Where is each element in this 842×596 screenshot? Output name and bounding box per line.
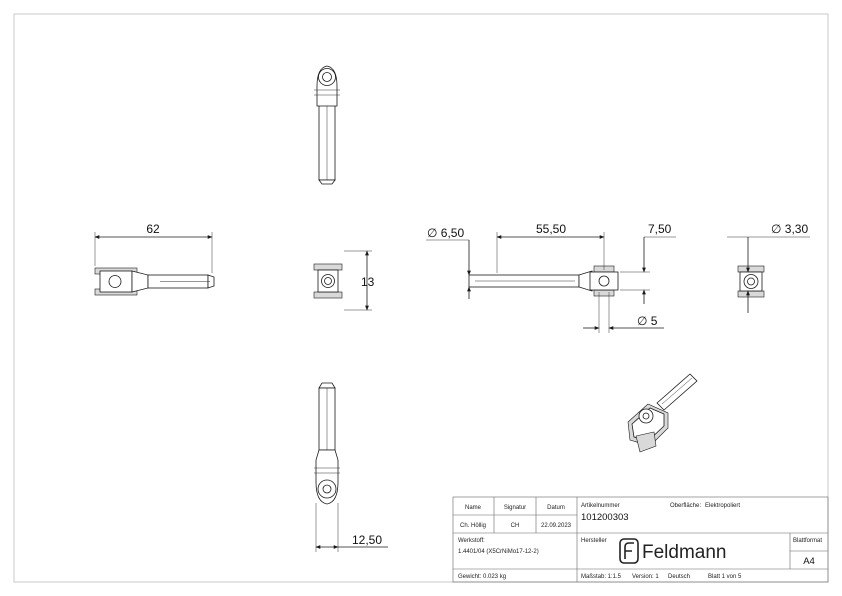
weight-label: Gewicht: 0.023 kg: [458, 574, 506, 580]
dim-shank-length: 55,50: [496, 222, 605, 273]
side-view-left: [94, 267, 215, 296]
language-label: Deutsch: [668, 574, 690, 580]
front-view: [468, 265, 619, 297]
dim-jaw-opening: 12,50: [315, 503, 388, 552]
sheet-border: [13, 13, 829, 583]
format-value: A4: [803, 556, 815, 567]
manufacturer-label: Hersteller: [581, 538, 607, 544]
dim-5-label: ∅ 5: [637, 314, 658, 328]
brand-name: Feldmann: [642, 542, 727, 563]
right-end-view: [737, 265, 765, 298]
dim-55-50-label: 55,50: [536, 222, 566, 236]
dim-12-50-label: 12,50: [352, 533, 382, 547]
dim-overall-length: 62: [94, 222, 213, 273]
top-view: [314, 65, 340, 185]
drawn-by-signature: CH: [511, 523, 520, 529]
dim-clevis-width: 13: [344, 250, 375, 311]
surface-label: Oberfläche:: [670, 503, 701, 509]
dim-end-dia: ∅ 3,30: [727, 222, 810, 313]
material-label: Werkstoff:: [458, 538, 485, 544]
article-label: Artikelnummer: [581, 503, 620, 509]
dim-13-label: 13: [361, 275, 375, 289]
scale-label: Maßstab: 1:1.5: [581, 574, 622, 580]
format-label: Blattformat: [793, 538, 822, 544]
material-value: 1.4401/04 (X5CrNiMo17-12-2): [458, 549, 539, 555]
title-block: Name Signatur Datum Ch. Höllig CH 22.09.…: [452, 496, 829, 583]
dim-6-50-label: ∅ 6,50: [427, 226, 464, 240]
bottom-view: [314, 382, 340, 505]
sheet-label: Blatt 1 von 5: [708, 574, 742, 580]
drawn-date: 22.09.2023: [541, 523, 572, 529]
end-view: [313, 263, 343, 299]
dim-7-50-label: 7,50: [648, 222, 672, 236]
col-date-header: Datum: [547, 505, 565, 511]
dim-3-30-label: ∅ 3,30: [771, 222, 808, 236]
surface-value: Elektropoliert: [705, 503, 740, 509]
isometric-view: [627, 373, 698, 453]
col-name-header: Name: [465, 505, 482, 511]
dim-pin-dia: ∅ 5: [583, 292, 664, 333]
dim-thread-dia: ∅ 6,50: [426, 226, 471, 299]
dim-jaw-length: 7,50: [620, 222, 676, 304]
dim-62-label: 62: [146, 222, 160, 236]
col-signature-header: Signatur: [504, 505, 526, 511]
article-number: 101200303: [581, 512, 629, 523]
version-label: Version: 1: [632, 574, 659, 580]
feldmann-logo: Feldmann: [619, 538, 727, 564]
drawn-by-name: Ch. Höllig: [460, 523, 486, 529]
